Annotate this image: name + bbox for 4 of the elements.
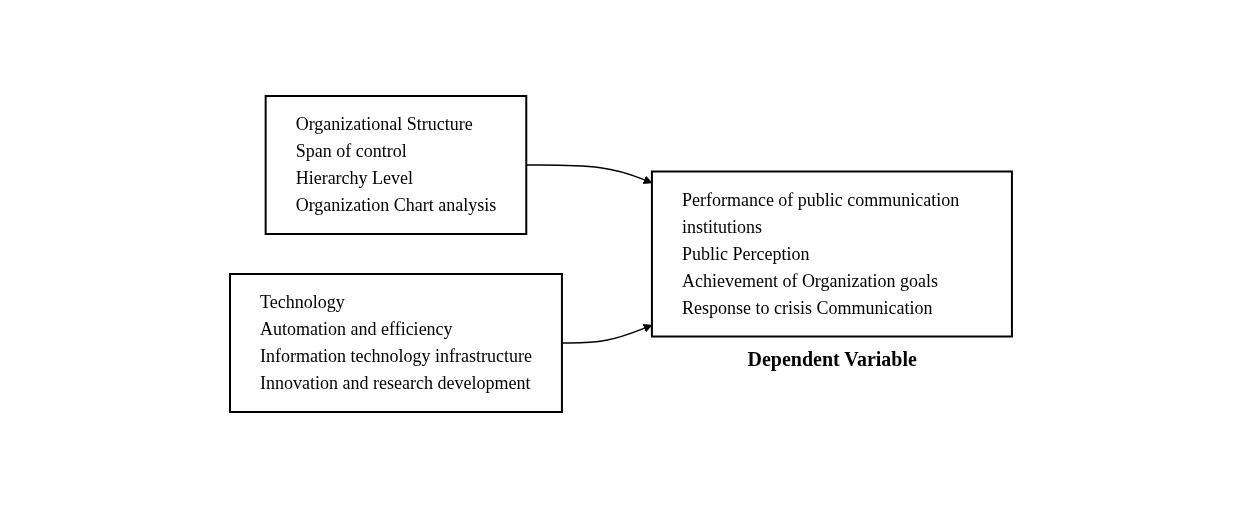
node-box: Performance of public communication institutions Public Perception Achievement of Organization goals Response to crisis Communication (650, 170, 1013, 337)
node-box: Organizational Structure Span of control Hierarchy Level Organization Chart analysis (264, 94, 528, 235)
node-box: Technology Automation and efficiency Information technology infrastructure Innovation and research development (229, 272, 563, 413)
variable-caption: Dependent Variable (747, 348, 917, 371)
